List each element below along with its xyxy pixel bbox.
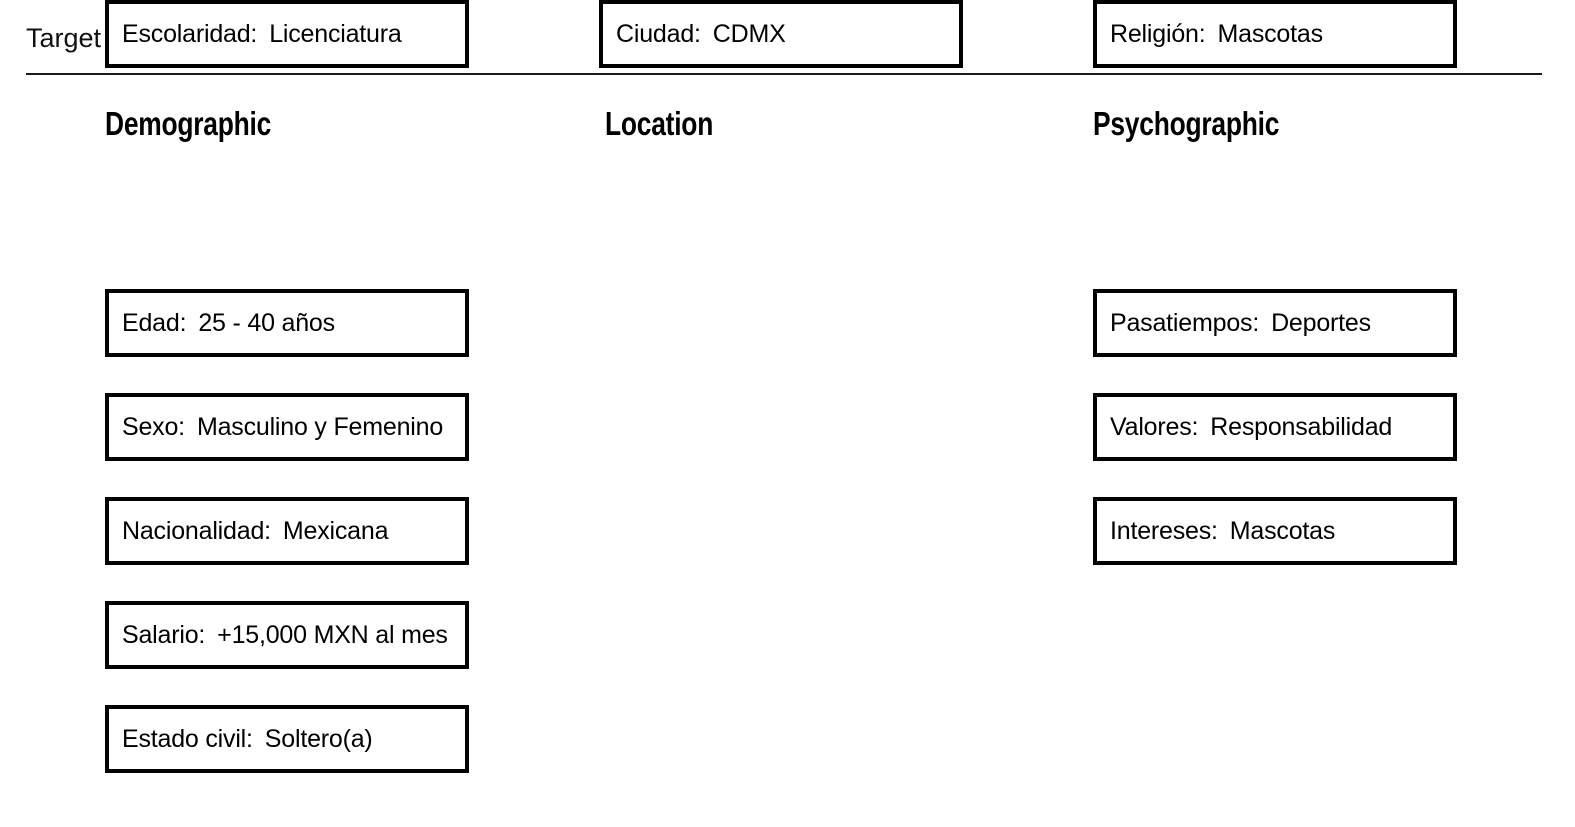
field-label: Ciudad: [616, 19, 701, 48]
field-label: Nacionalidad: [122, 516, 271, 545]
field-value: Deportes [1271, 308, 1371, 337]
psychographic-field-valores[interactable]: Valores: Responsabilidad [1093, 393, 1457, 461]
field-label: Escolaridad: [122, 19, 258, 48]
demographic-field-nacionalidad[interactable]: Nacionalidad: Mexicana [105, 497, 469, 565]
field-value: CDMX [712, 19, 786, 48]
psychographic-heading: Psychographic [1093, 105, 1280, 142]
field-label: Pasatiempos: [1110, 308, 1260, 337]
field-label: Sexo: [122, 412, 185, 441]
field-value: Responsabilidad [1210, 412, 1393, 441]
location-heading: Location [605, 105, 714, 142]
demographic-field-edad[interactable]: Edad: 25 - 40 años [105, 289, 469, 357]
psychographic-field-intereses[interactable]: Intereses: Mascotas [1093, 497, 1457, 565]
psychographic-field-religion[interactable]: Religión: Mascotas [1093, 0, 1457, 68]
field-value: +15,000 MXN al mes [217, 620, 448, 649]
field-value: Mascotas [1217, 19, 1323, 48]
field-label: Valores: [1110, 412, 1199, 441]
location-field-ciudad[interactable]: Ciudad: CDMX [599, 0, 963, 68]
field-value: Mexicana [282, 516, 389, 545]
field-label: Religión: [1110, 19, 1206, 48]
field-label: Edad: [122, 308, 187, 337]
field-label: Estado civil: [122, 724, 253, 753]
psychographic-field-pasatiempos[interactable]: Pasatiempos: Deportes [1093, 289, 1457, 357]
field-value: 25 - 40 años [198, 308, 335, 337]
demographic-field-escolaridad[interactable]: Escolaridad: Licenciatura [105, 0, 469, 68]
field-label: Salario: [122, 620, 206, 649]
field-value: Soltero(a) [264, 724, 373, 753]
field-value: Mascotas [1229, 516, 1336, 545]
demographic-heading: Demographic [105, 105, 272, 142]
demographic-field-salario[interactable]: Salario: +15,000 MXN al mes [105, 601, 469, 669]
field-value: Licenciatura [269, 19, 402, 48]
field-value: Masculino y Femenino [196, 412, 444, 441]
field-label: Intereses: [1110, 516, 1218, 545]
demographic-field-sexo[interactable]: Sexo: Masculino y Femenino [105, 393, 469, 461]
header-divider [26, 73, 1542, 75]
demographic-field-estado-civil[interactable]: Estado civil: Soltero(a) [105, 705, 469, 773]
